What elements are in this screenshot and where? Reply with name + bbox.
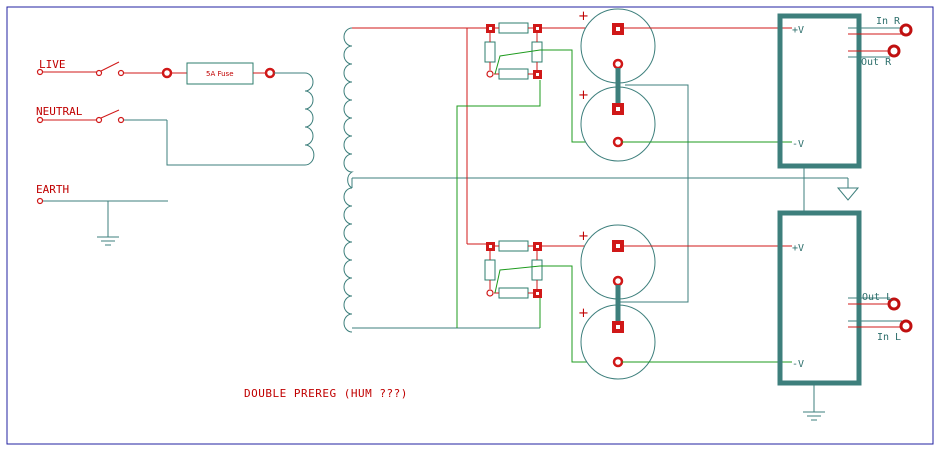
diode-upper-bottom [498, 68, 529, 80]
live-label: LIVE [39, 58, 66, 71]
jack-out-l[interactable]: Out L [848, 292, 901, 311]
earth-label: EARTH [36, 183, 69, 196]
capacitor-4: + [578, 304, 656, 380]
board-right-channel [777, 13, 862, 169]
ground-symbol-right [836, 187, 860, 201]
in-l-label: In L [877, 332, 901, 343]
diagram-title: DOUBLE PREREG (HUM ???) [244, 387, 408, 400]
jack-in-l[interactable]: In L [848, 319, 913, 343]
live-switch [100, 61, 120, 72]
jack-out-r[interactable]: Out R [848, 44, 901, 68]
plus-sign-1: + [578, 9, 589, 24]
fuse-label: 5A Fuse [206, 70, 234, 78]
diode-lower-top [498, 240, 529, 252]
diode-lower-bottom [498, 287, 529, 299]
minus-v-left: -V [792, 359, 804, 370]
diode-lower-left [484, 259, 496, 281]
plus-v-right: +V [792, 25, 804, 36]
earth-line [36, 197, 168, 246]
bridge-lower [484, 240, 543, 299]
board-left-channel [777, 210, 862, 386]
transformer [304, 27, 354, 333]
plus-v-left: +V [792, 243, 804, 254]
neutral-switch [100, 109, 120, 119]
live-line [36, 61, 305, 85]
plus-sign-3: + [578, 229, 589, 244]
diode-upper-top [498, 22, 529, 34]
plus-sign-2: + [578, 88, 589, 103]
neutral-line [36, 109, 305, 166]
out-r-label: Out R [861, 57, 892, 68]
out-l-label: Out L [862, 292, 892, 303]
diode-lower-right [531, 259, 543, 281]
plus-sign-4: + [578, 306, 589, 321]
bridge-upper [484, 22, 543, 80]
minus-v-right: -V [792, 139, 804, 150]
neutral-label: NEUTRAL [36, 105, 83, 118]
jack-in-r[interactable]: In R [848, 16, 913, 37]
diode-upper-left [484, 41, 496, 63]
in-r-label: In R [876, 16, 901, 27]
diode-upper-right [531, 41, 543, 63]
capacitor-3: + [578, 224, 656, 300]
page-border [6, 6, 934, 445]
